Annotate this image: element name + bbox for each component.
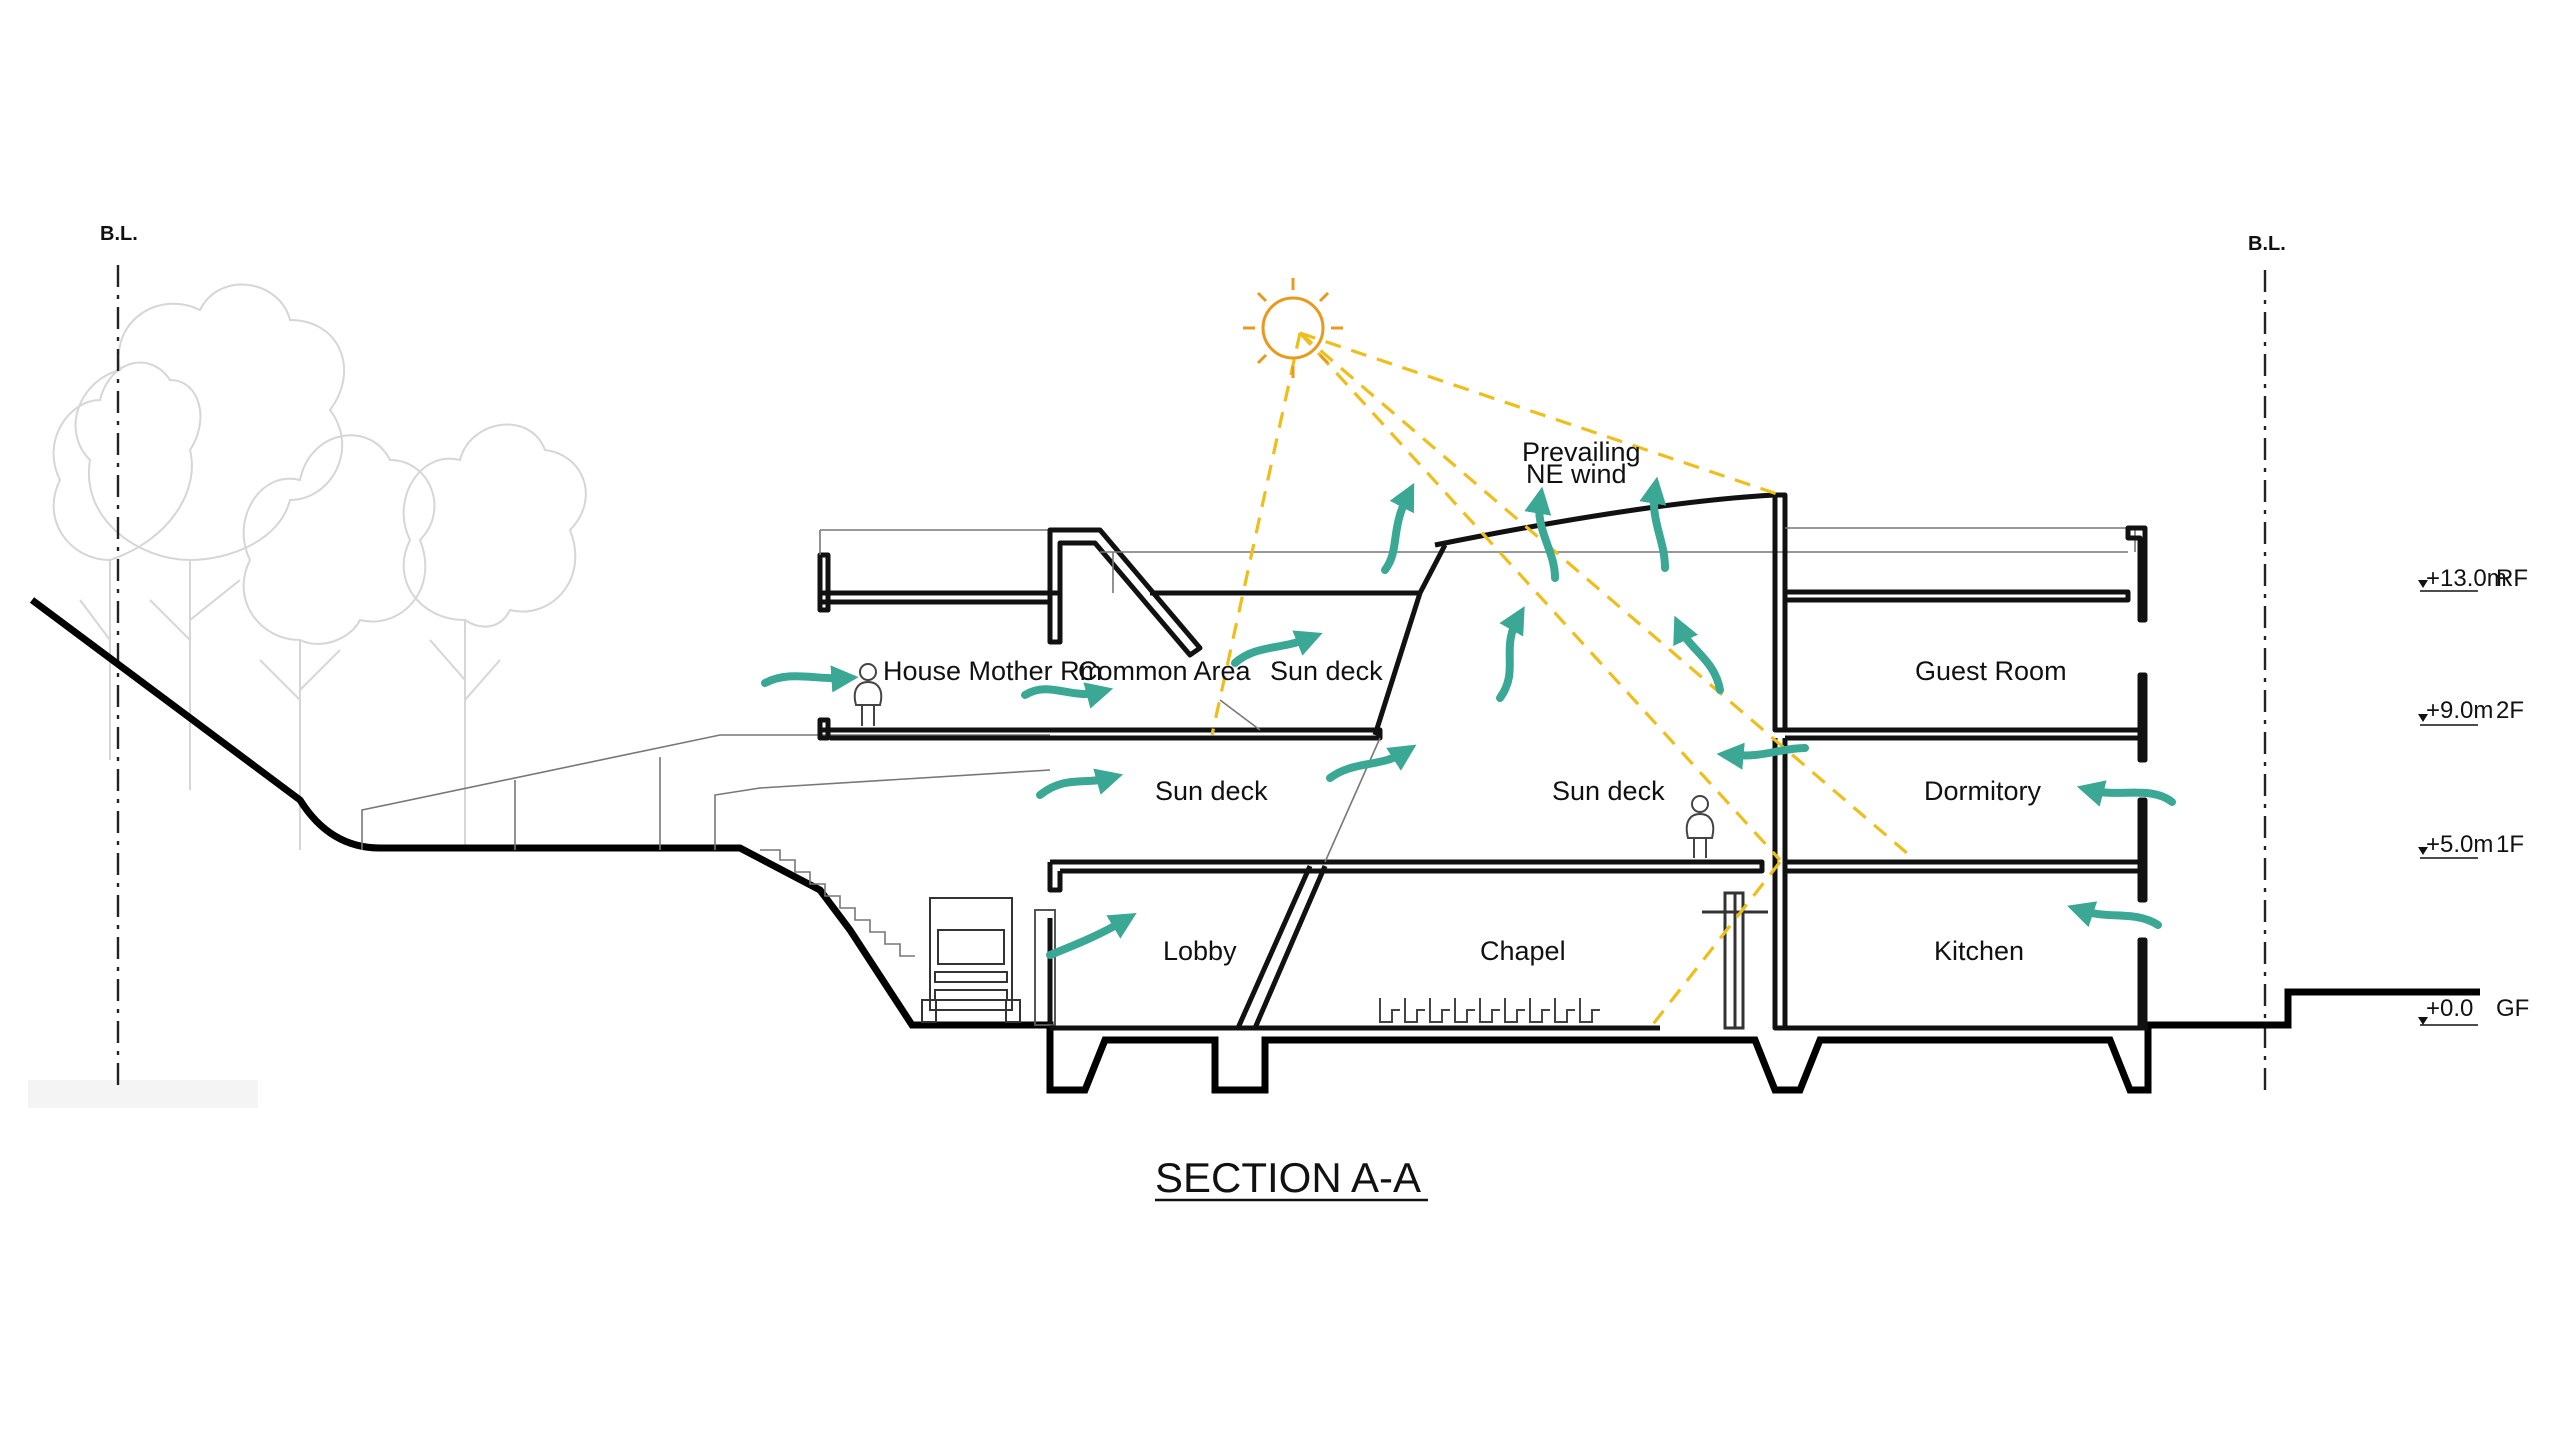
level-elevation-2f: +9.0m <box>2426 697 2493 724</box>
room-label-sun-deck-left: Sun deck <box>1155 776 1268 806</box>
tree-icon <box>402 423 587 850</box>
chair-icon <box>1379 998 1600 1023</box>
section-title: SECTION A-A <box>1155 1154 1421 1201</box>
staircase <box>760 849 915 957</box>
room-label-sun-deck-center: Sun deck <box>1552 776 1665 806</box>
level-name-1f: 1F <box>2496 831 2524 858</box>
truck-icon <box>921 897 1021 1023</box>
tree-icon <box>242 434 436 850</box>
wind-arrow-icon <box>761 476 2176 959</box>
retaining-wall <box>361 734 1050 850</box>
room-label-dormitory: Dormitory <box>1924 776 2042 806</box>
level-name-rf: RF <box>2496 565 2528 592</box>
room-label-guest-room: Guest Room <box>1915 656 2067 686</box>
room-label-house-mother: House Mother Rm <box>883 656 1102 686</box>
room-label-common-area: Common Area <box>1078 656 1252 686</box>
room-label-lobby: Lobby <box>1163 936 1237 966</box>
boundary-label-left: B.L. <box>100 223 138 245</box>
room-label-chapel: Chapel <box>1480 936 1566 966</box>
room-label-kitchen: Kitchen <box>1934 936 2024 966</box>
level-name-gf: GF <box>2496 995 2529 1022</box>
level-elevation-rf: +13.0m <box>2426 565 2507 592</box>
sun-rays <box>1210 331 1917 1029</box>
level-elevation-1f: +5.0m <box>2426 831 2493 858</box>
retaining-wall-posts <box>514 757 1051 850</box>
room-label-sun-deck-upper: Sun deck <box>1270 656 1383 686</box>
terrain-line <box>29 597 2480 1094</box>
building-structure <box>817 492 2148 1031</box>
level-elevation-gf: +0.0 <box>2426 995 2473 1022</box>
cross-icon <box>1702 891 1768 1030</box>
person-icon <box>853 663 883 726</box>
person-icon <box>1685 795 1715 858</box>
wind-annotation-line-2: NE wind <box>1526 459 1627 489</box>
boundary-label-right: B.L. <box>2248 233 2286 255</box>
level-markers <box>2418 580 2478 1026</box>
sun-icon <box>1243 278 1343 378</box>
wind-annotation-line-1: Prevailing <box>1522 437 1641 467</box>
ground-shadow <box>28 1080 258 1108</box>
level-name-2f: 2F <box>2496 697 2524 724</box>
